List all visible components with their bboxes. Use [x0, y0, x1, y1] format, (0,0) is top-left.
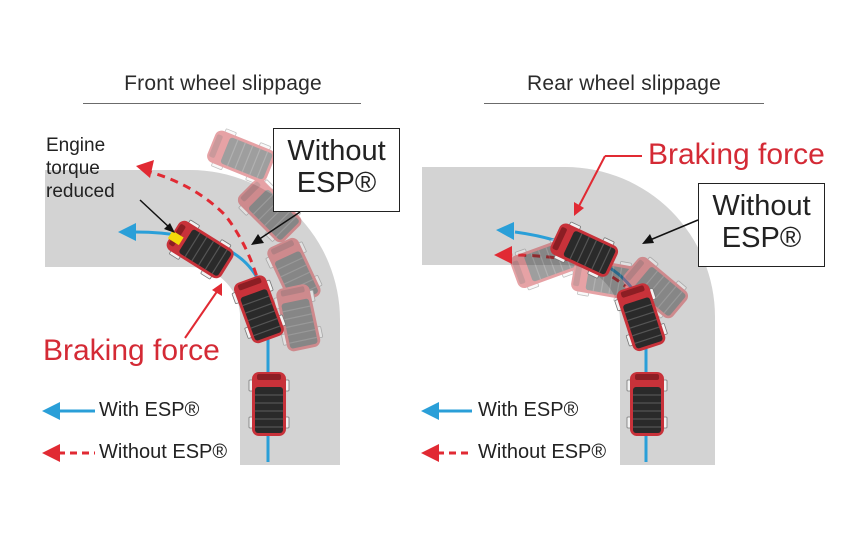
- engine-label-line1: Engine: [46, 135, 106, 156]
- left-braking-force-label: Braking force: [43, 334, 220, 367]
- right-legend-red-arrow-icon: [421, 444, 439, 462]
- left-box-line2: ESP®: [296, 167, 377, 199]
- left-braking-pointer: [184, 289, 219, 339]
- left-legend-red-arrow-icon: [42, 444, 60, 462]
- left-legend-icons: [42, 402, 95, 462]
- right-braking-force-label: Braking force: [648, 138, 825, 171]
- engine-label-line2: torque: [46, 158, 100, 179]
- left-engine-pointer: [139, 199, 171, 229]
- left-legend-blue-arrow-icon: [42, 402, 60, 420]
- right-red-arrowhead: [494, 246, 512, 264]
- right-legend-without-esp: Without ESP®: [478, 441, 607, 463]
- right-without-esp-box: Without ESP®: [698, 183, 825, 267]
- right-legend-blue-arrow-icon: [421, 402, 439, 420]
- left-title-rule: [83, 103, 361, 104]
- right-legend-with-esp: With ESP®: [478, 399, 579, 421]
- left-box-pointer: [257, 211, 301, 241]
- left-car-bottom: [248, 371, 290, 437]
- right-box-line2: ESP®: [721, 222, 802, 254]
- right-title-rule: [484, 103, 764, 104]
- left-box-line1: Without: [287, 135, 386, 167]
- left-legend-with-esp: With ESP®: [99, 399, 200, 421]
- right-box-pointer: [649, 219, 699, 241]
- left-without-esp-box: Without ESP®: [273, 128, 400, 212]
- right-legend-icons: [421, 402, 472, 462]
- left-blue-arrowhead: [118, 223, 136, 241]
- engine-label-line3: reduced: [46, 181, 115, 202]
- left-legend-without-esp: Without ESP®: [99, 441, 228, 463]
- left-panel-drawing: [45, 125, 340, 465]
- left-red-arrowhead: [136, 160, 154, 178]
- right-panel-title: Rear wheel slippage: [526, 72, 722, 95]
- engine-torque-label: Engine torque reduced: [46, 134, 115, 203]
- right-panel-drawing: [422, 155, 715, 465]
- left-panel-title: Front wheel slippage: [124, 72, 322, 95]
- right-box-line1: Without: [712, 190, 811, 222]
- right-blue-arrowhead: [496, 222, 514, 240]
- left-engine-highlight: [167, 230, 184, 246]
- right-car-bottom: [626, 371, 668, 437]
